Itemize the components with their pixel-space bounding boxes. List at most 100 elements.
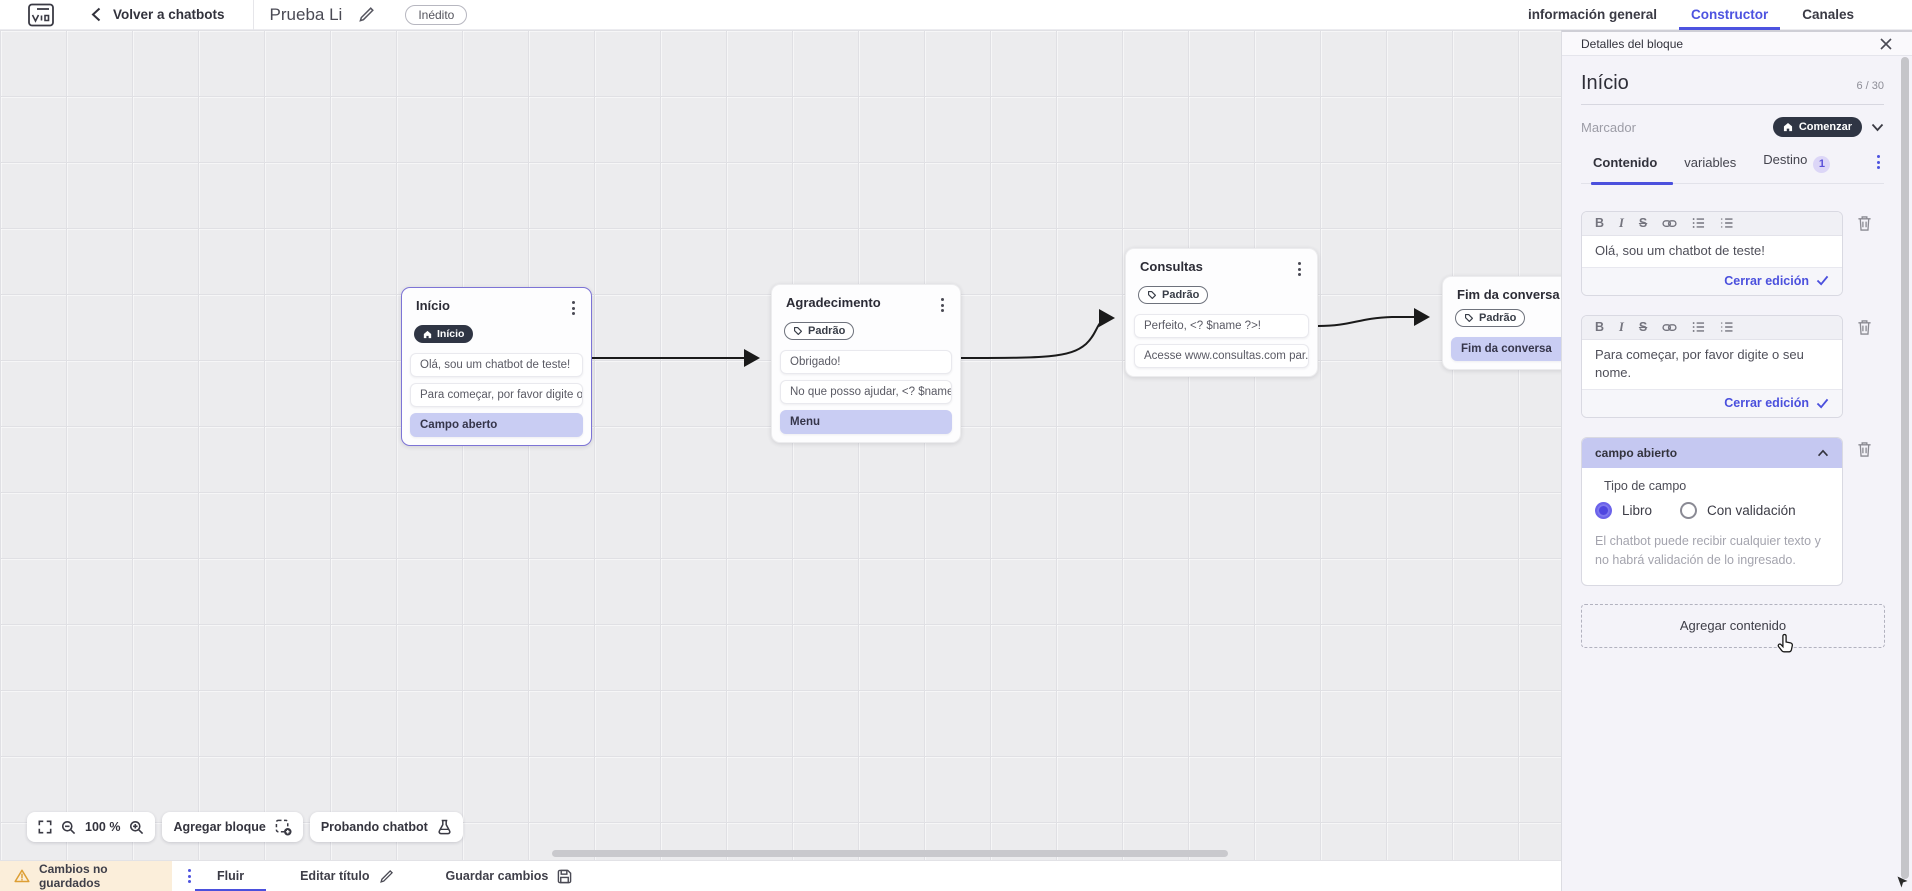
tab-constructor[interactable]: Constructor bbox=[1678, 0, 1781, 30]
back-to-chatbots-button[interactable]: Volver a chatbots bbox=[91, 7, 225, 22]
flow-block-consultas[interactable]: Consultas Padrão Perfeito, <? $name ?>! … bbox=[1125, 248, 1318, 377]
block-item[interactable]: Perfeito, <? $name ?>! bbox=[1134, 314, 1309, 338]
radio-con-validacion-label: Con validación bbox=[1707, 503, 1796, 519]
block-menu-button[interactable] bbox=[937, 295, 948, 315]
panel-header: Detalles del bloque bbox=[1562, 32, 1912, 56]
flow-canvas[interactable]: Início Início Olá, sou um chatbot de tes… bbox=[0, 30, 1561, 860]
strikethrough-button[interactable]: S bbox=[1638, 320, 1648, 335]
bullet-list-button[interactable] bbox=[1692, 217, 1705, 229]
tag-icon bbox=[1148, 291, 1156, 299]
close-edit-button[interactable]: Cerrar edición bbox=[1724, 396, 1809, 411]
flow-block-inicio[interactable]: Início Início Olá, sou um chatbot de tes… bbox=[401, 287, 592, 446]
zoom-in-icon[interactable] bbox=[129, 820, 144, 835]
save-changes-button[interactable]: Guardar cambios bbox=[446, 869, 573, 884]
flow-block-agradecimento[interactable]: Agradecimento Padrão Obrigado! No que po… bbox=[771, 284, 961, 443]
start-badge: Início bbox=[414, 325, 474, 343]
block-item-selected[interactable]: Campo aberto bbox=[410, 412, 583, 437]
open-field-header[interactable]: campo abierto bbox=[1582, 438, 1842, 469]
app-logo-icon bbox=[27, 3, 55, 27]
text-editor[interactable]: B I S Olá, sou um chatbot de teste! Cerr… bbox=[1581, 210, 1843, 296]
editor-toolbar: B I S bbox=[1582, 211, 1842, 236]
name-char-counter: 6 / 30 bbox=[1856, 80, 1884, 92]
add-content-button[interactable]: Agregar contenido bbox=[1581, 603, 1885, 648]
tag-icon bbox=[1465, 314, 1473, 322]
marker-value-pill[interactable]: Comenzar bbox=[1772, 117, 1862, 137]
editor-text[interactable]: Olá, sou um chatbot de teste! bbox=[1582, 235, 1842, 267]
strikethrough-button[interactable]: S bbox=[1638, 216, 1648, 230]
bottom-bar: Cambios no guardados Fluir Editar título… bbox=[0, 860, 1561, 891]
flow-menu-button[interactable] bbox=[184, 866, 195, 886]
add-block-button[interactable]: Agregar bloque bbox=[162, 812, 303, 842]
numbered-list-button[interactable] bbox=[1720, 217, 1733, 229]
flow-block-fim-da-conversa[interactable]: Fim da conversa Padrão Fim da conversa bbox=[1442, 276, 1561, 370]
delete-content-button[interactable] bbox=[1857, 215, 1872, 232]
editor-text[interactable]: Para começar, por favor digite o seu nom… bbox=[1582, 339, 1842, 390]
edit-title-pencil-icon[interactable] bbox=[358, 6, 375, 23]
tag-icon bbox=[794, 327, 802, 335]
flask-icon bbox=[438, 819, 451, 835]
mouse-hand-cursor bbox=[1776, 632, 1798, 656]
content-editor-row: B I S Olá, sou um chatbot de teste! Cerr… bbox=[1581, 210, 1884, 296]
trash-icon bbox=[1858, 215, 1871, 231]
top-bar: Volver a chatbots Prueba Li Inédito info… bbox=[0, 0, 1912, 30]
tab-canales[interactable]: Canales bbox=[1802, 7, 1854, 22]
field-type-label: Tipo de campo bbox=[1604, 479, 1687, 494]
test-chatbot-button[interactable]: Probando chatbot bbox=[309, 812, 463, 842]
panel-title: Detalles del bloque bbox=[1581, 36, 1684, 51]
link-button[interactable] bbox=[1662, 322, 1677, 333]
bold-button[interactable]: B bbox=[1595, 320, 1605, 335]
zoom-out-icon[interactable] bbox=[61, 820, 76, 835]
horizontal-scrollbar[interactable] bbox=[552, 850, 1228, 857]
block-item[interactable]: Acesse www.consultas.com par... bbox=[1134, 344, 1309, 368]
tab-contenido[interactable]: Contenido bbox=[1593, 154, 1658, 170]
numbered-list-button[interactable] bbox=[1720, 321, 1733, 333]
delete-content-button[interactable] bbox=[1857, 441, 1872, 458]
italic-button[interactable]: I bbox=[1619, 215, 1624, 230]
tab-fluir[interactable]: Fluir bbox=[195, 861, 267, 891]
status-badge: Inédito bbox=[405, 4, 468, 25]
block-title: Fim da conversa bbox=[1457, 287, 1560, 302]
chevron-up-icon bbox=[1817, 449, 1829, 457]
edit-title-button[interactable]: Editar título bbox=[300, 869, 393, 884]
block-title: Início bbox=[416, 298, 450, 313]
radio-libro[interactable] bbox=[1595, 502, 1612, 520]
link-button[interactable] bbox=[1662, 218, 1677, 229]
block-item[interactable]: No que posso ajudar, <? $name ... bbox=[780, 380, 952, 404]
default-badge: Padrão bbox=[1455, 309, 1526, 327]
chevron-down-icon[interactable] bbox=[1871, 123, 1884, 132]
warning-icon bbox=[14, 869, 30, 883]
block-menu-button[interactable] bbox=[568, 298, 579, 318]
default-badge: Padrão bbox=[1138, 286, 1209, 304]
block-item[interactable]: Olá, sou um chatbot de teste! bbox=[410, 352, 583, 377]
block-title: Consultas bbox=[1140, 259, 1203, 274]
block-item-selected[interactable]: Menu bbox=[780, 410, 952, 434]
vertical-scrollbar[interactable] bbox=[1901, 57, 1909, 879]
radio-con-validacion[interactable] bbox=[1680, 502, 1698, 520]
bold-button[interactable]: B bbox=[1595, 216, 1605, 230]
italic-button[interactable]: I bbox=[1619, 319, 1624, 334]
block-title: Agradecimento bbox=[786, 295, 881, 310]
add-block-icon bbox=[275, 819, 292, 836]
zoom-controls: 100 % bbox=[27, 812, 156, 842]
text-editor[interactable]: B I S Para começar, por favor digite o s… bbox=[1581, 314, 1843, 419]
close-edit-button[interactable]: Cerrar edición bbox=[1724, 273, 1809, 288]
delete-content-button[interactable] bbox=[1857, 319, 1872, 336]
tab-informacion-general[interactable]: información general bbox=[1527, 7, 1657, 22]
radio-libro-label: Libro bbox=[1622, 503, 1653, 519]
close-icon bbox=[1880, 37, 1892, 50]
destino-count-badge: 1 bbox=[1813, 155, 1831, 173]
block-item-selected[interactable]: Fim da conversa bbox=[1451, 337, 1561, 361]
block-name-field[interactable]: Início 6 / 30 bbox=[1581, 72, 1884, 105]
bullet-list-button[interactable] bbox=[1692, 321, 1705, 333]
panel-menu-button[interactable] bbox=[1873, 152, 1884, 172]
tab-variables[interactable]: variables bbox=[1684, 154, 1737, 170]
fullscreen-icon[interactable] bbox=[38, 820, 52, 834]
close-panel-button[interactable] bbox=[1880, 37, 1892, 50]
block-item[interactable]: Obrigado! bbox=[780, 350, 952, 374]
block-menu-button[interactable] bbox=[1294, 259, 1305, 279]
block-item[interactable]: Para começar, por favor digite o ... bbox=[410, 382, 583, 407]
check-icon bbox=[1816, 275, 1829, 286]
